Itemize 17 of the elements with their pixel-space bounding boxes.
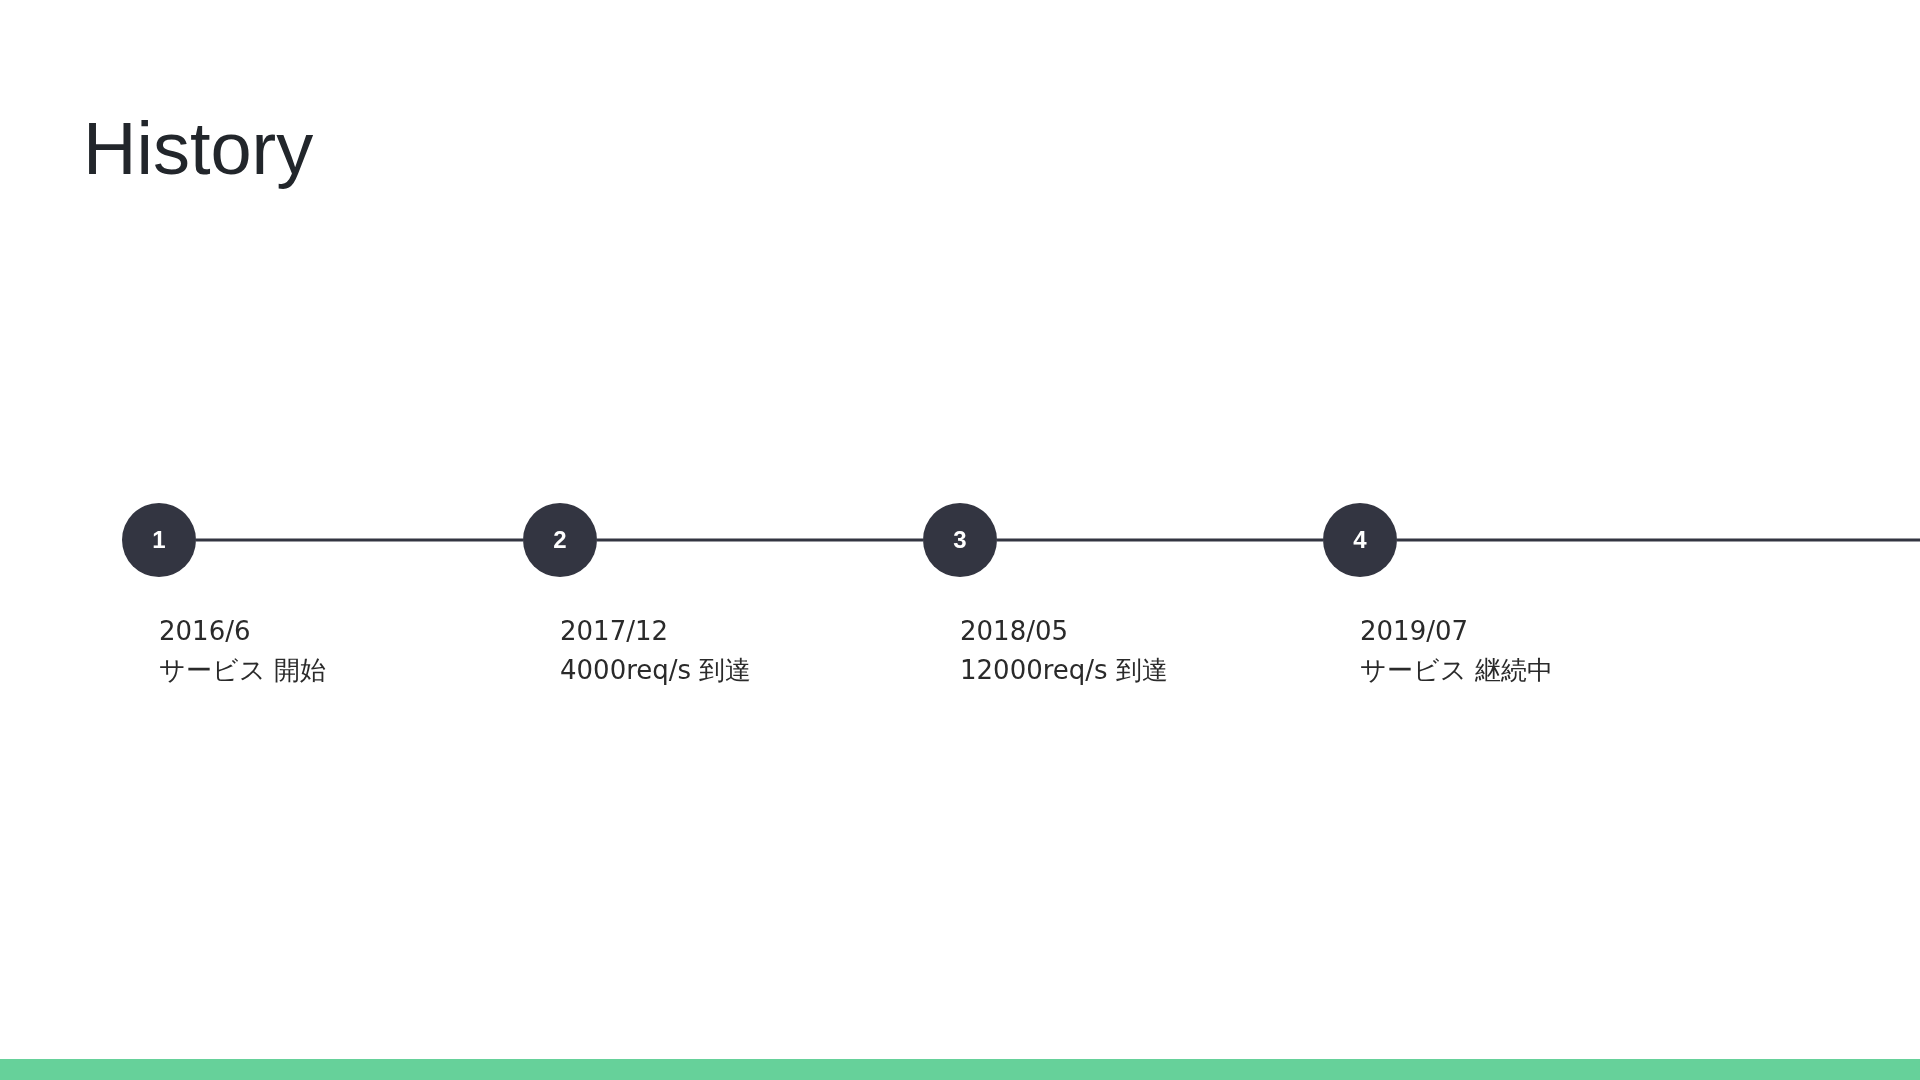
- timeline-line: [597, 538, 923, 542]
- milestone-label: 4000req/s 到達: [560, 654, 753, 687]
- step-circle: 1: [122, 503, 196, 577]
- milestone-label: サービス 開始: [159, 654, 328, 687]
- step-circle: 2: [523, 503, 597, 577]
- timeline-line: [997, 538, 1323, 542]
- title: History: [83, 106, 314, 192]
- timeline-line: [1397, 538, 1920, 542]
- date-label: 2016/6: [159, 615, 252, 648]
- date-label: 2017/12: [560, 615, 669, 648]
- step-circle: 4: [1323, 503, 1397, 577]
- step-circle: 3: [923, 503, 997, 577]
- date-label: 2018/05: [960, 615, 1069, 648]
- milestone-label: 12000req/s 到達: [960, 654, 1169, 687]
- date-label: 2019/07: [1360, 615, 1469, 648]
- milestone-label: サービス 継続中: [1360, 654, 1555, 687]
- timeline-line: [196, 538, 523, 542]
